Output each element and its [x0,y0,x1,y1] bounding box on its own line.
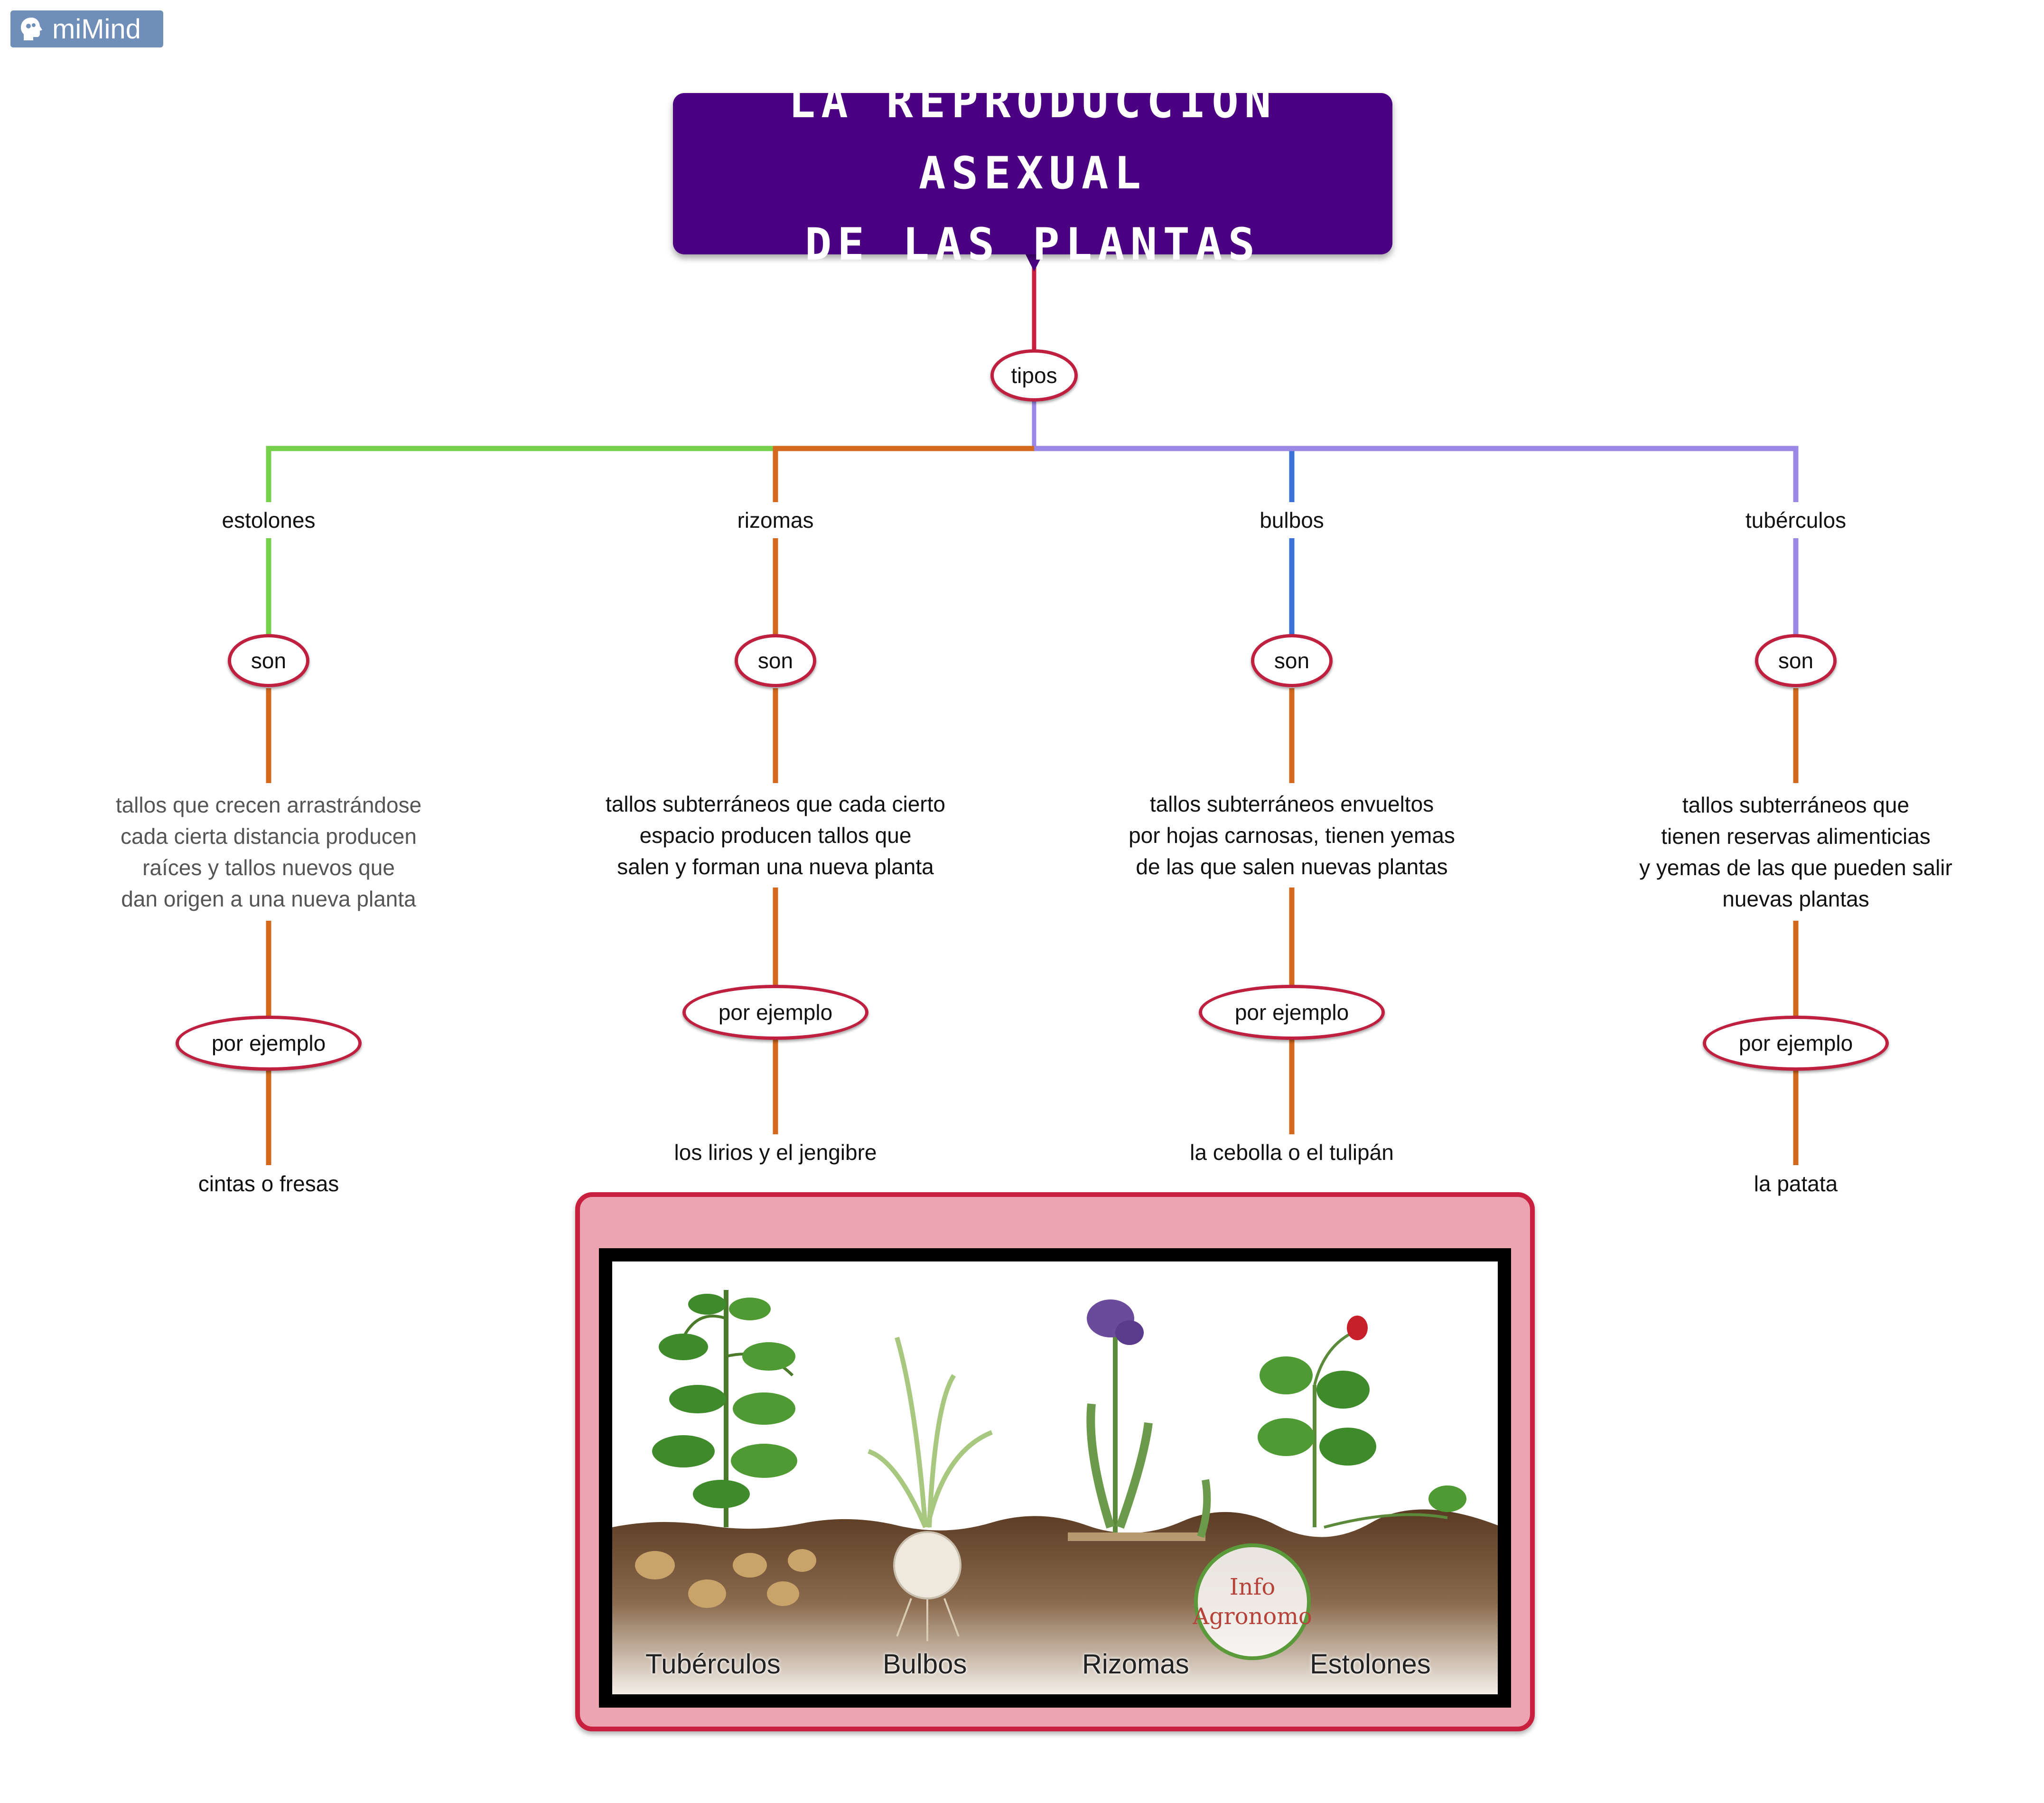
example-rizomas[interactable]: los lirios y el jengibre [643,1134,908,1170]
example-bulbos[interactable]: la cebolla o el tulipán [1159,1134,1425,1170]
por-ejemplo-connector-tuberculos[interactable]: por ejemplo [1703,1016,1889,1071]
plants-drawing [612,1261,1498,1694]
description-rizomas[interactable]: tallos subterráneos que cada cierto espa… [576,784,975,887]
description-estolones[interactable]: tallos que crecen arrastrándose cada cie… [84,784,454,920]
image-label-estolones: Estolones [1310,1649,1431,1680]
por-ejemplo-connector-estolones[interactable]: por ejemplo [176,1016,362,1071]
por-ejemplo-connector-rizomas[interactable]: por ejemplo [682,985,868,1040]
potato-plant [635,1290,816,1608]
description-bulbos[interactable]: tallos subterráneos envueltos por hojas … [1092,784,1491,887]
son-connector-estolones[interactable]: son [228,634,309,687]
head-icon [21,18,42,40]
example-estolones[interactable]: cintas o fresas [150,1166,387,1202]
bus-tuberculos [1034,446,1799,503]
por-ejemplo-connector-bulbos[interactable]: por ejemplo [1199,985,1385,1040]
image-label-bulbos: Bulbos [883,1649,967,1680]
son-connector-tuberculos[interactable]: son [1755,634,1837,687]
branch-bulbos[interactable]: bulbos [1221,502,1363,538]
mimind-logo[interactable]: miMind [10,10,163,47]
branch-estolones[interactable]: estolones [197,502,340,538]
image-node[interactable]: Tubérculos Bulbos Rizomas Estolones Info… [575,1192,1535,1731]
son-connector-rizomas[interactable]: son [735,634,816,687]
strawberry-plant [1258,1316,1466,1529]
iris-plant [1068,1299,1211,1541]
bus-estolones [266,446,1034,503]
plants-illustration: Tubérculos Bulbos Rizomas Estolones Info… [599,1248,1511,1708]
root-node[interactable]: LA REPRODUCCIÓN ASEXUAL DE LAS PLANTAS [673,76,1392,271]
branch-tuberculos[interactable]: tubérculos [1725,502,1867,538]
tipos-connector[interactable]: tipos [990,349,1078,402]
son-connector-bulbos[interactable]: son [1251,634,1333,687]
image-label-tuberculos: Tubérculos [645,1649,781,1680]
bus-bulbos [1034,446,1295,503]
brand-name: miMind [52,13,141,45]
infoagronomo-watermark: Info Agronomo [1193,1543,1312,1660]
garlic-plant [868,1336,993,1641]
root-pointer [1026,254,1043,271]
watermark-line2: Agronomo [1193,1603,1312,1630]
example-tuberculos[interactable]: la patata [1701,1166,1891,1202]
bus-rizomas [773,446,1034,503]
description-tuberculos[interactable]: tallos subterráneos que tienen reservas … [1606,784,1986,920]
image-label-rizomas: Rizomas [1082,1649,1189,1680]
branch-rizomas[interactable]: rizomas [704,502,847,538]
watermark-line1: Info [1229,1574,1276,1600]
